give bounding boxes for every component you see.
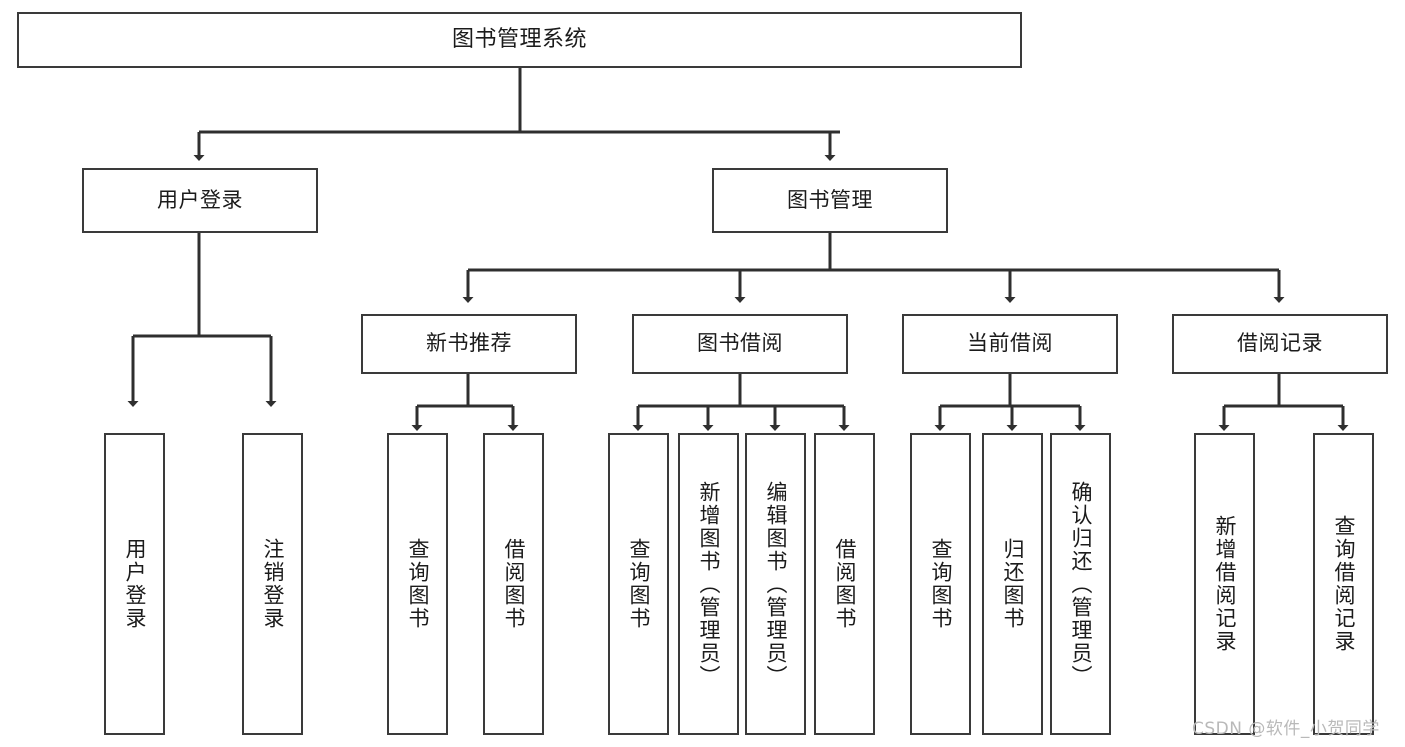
leaf-new-book-borrow[interactable]: 借阅图书 (483, 433, 544, 735)
node-new-book-recommend[interactable]: 新书推荐 (361, 314, 577, 374)
leaf-current-borrow-query[interactable]: 查询图书 (910, 433, 971, 735)
node-label: 用户登录 (157, 187, 243, 212)
node-current-borrow[interactable]: 当前借阅 (902, 314, 1118, 374)
node-label: 新增借阅记录 (1212, 515, 1237, 653)
leaf-borrow-records-add[interactable]: 新增借阅记录 (1194, 433, 1255, 735)
node-label: 注销登录 (260, 538, 285, 630)
node-label: 用户登录 (122, 538, 147, 630)
leaf-user-login-logout[interactable]: 注销登录 (242, 433, 303, 735)
node-label: 归还图书 (1000, 538, 1025, 630)
csdn-watermark: CSDN @软件_小贺同学 (1192, 719, 1380, 739)
node-label: 借阅图书 (501, 538, 526, 630)
node-label: 查询图书 (626, 538, 651, 630)
node-label: 借阅记录 (1237, 331, 1323, 356)
leaf-user-login-login[interactable]: 用户登录 (104, 433, 165, 735)
node-label: 新书推荐 (426, 331, 512, 356)
leaf-book-borrow-edit[interactable]: 编辑图书（管理员） (745, 433, 806, 735)
node-label: 图书管理系统 (451, 26, 587, 52)
leaf-borrow-records-query[interactable]: 查询借阅记录 (1313, 433, 1374, 735)
leaf-new-book-query[interactable]: 查询图书 (387, 433, 448, 735)
node-borrow-records[interactable]: 借阅记录 (1172, 314, 1388, 374)
node-label: 新增图书（管理员） (696, 480, 721, 688)
node-label: 确认归还（管理员） (1068, 480, 1093, 688)
node-label: 图书借阅 (697, 331, 783, 356)
node-user-login[interactable]: 用户登录 (82, 168, 318, 233)
node-label: 查询借阅记录 (1331, 515, 1356, 653)
leaf-book-borrow-add[interactable]: 新增图书（管理员） (678, 433, 739, 735)
node-label: 查询图书 (928, 538, 953, 630)
leaf-book-borrow-query[interactable]: 查询图书 (608, 433, 669, 735)
node-label: 图书管理 (787, 187, 873, 212)
leaf-current-borrow-return[interactable]: 归还图书 (982, 433, 1043, 735)
leaf-book-borrow-borrow[interactable]: 借阅图书 (814, 433, 875, 735)
node-label: 当前借阅 (967, 331, 1053, 356)
node-label: 查询图书 (405, 538, 430, 630)
node-book-borrow[interactable]: 图书借阅 (632, 314, 848, 374)
node-label: 借阅图书 (832, 538, 857, 630)
node-root-system[interactable]: 图书管理系统 (17, 12, 1022, 68)
node-book-management[interactable]: 图书管理 (712, 168, 948, 233)
node-label: 编辑图书（管理员） (763, 480, 788, 688)
leaf-current-borrow-confirm-return[interactable]: 确认归还（管理员） (1050, 433, 1111, 735)
